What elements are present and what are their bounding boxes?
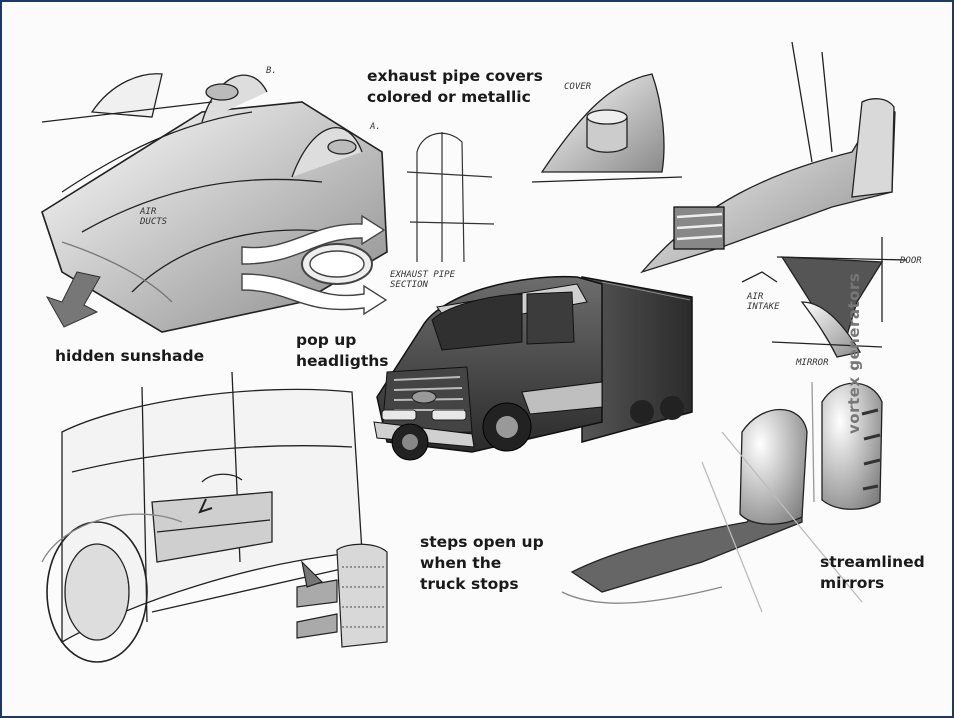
exhaust-caption-line2: colored or metallic [367,88,531,106]
marker-a-note: A. [370,122,381,132]
exhaust-section-line1: EXHAUST PIPE [390,270,456,280]
truck-rendering [373,275,693,461]
exhaust-caption: exhaust pipe covers colored or metallic [367,66,543,108]
mirror-note: MIRROR [796,358,829,368]
steps-caption-line2: when the [420,554,502,572]
exhaust-cover-sketch [531,73,683,183]
air-ducts-line1: AIR [140,207,157,217]
air-intake-line2: INTAKE [747,302,780,312]
cab-roof-sketch [41,73,388,333]
cover-note: COVER [564,82,592,92]
marker-b-note: B. [266,66,277,76]
air-ducts-line2: DUCTS [140,217,168,227]
popup-caption-line2: headligths [296,352,389,370]
air-ducts-note: AIR DUCTS [140,207,167,227]
exhaust-section-line2: SECTION [390,280,428,290]
mirrors-caption-line2: mirrors [820,574,885,592]
mirrors-caption: streamlined mirrors [820,552,925,594]
side-steps-sketch [41,371,373,663]
exhaust-section-note: EXHAUST PIPE SECTION [390,270,455,290]
sunshade-caption: hidden sunshade [55,346,204,367]
vortex-generators-caption: vortex generators [845,272,863,434]
steps-caption: steps open up when the truck stops [420,532,544,595]
popup-caption-line1: pop up [296,331,357,349]
exhaust-section-sketch [406,132,495,263]
popup-caption: pop up headligths [296,330,389,372]
streamlined-mirror-sketch [561,409,863,613]
mirror-arm-sketch [640,41,896,274]
mirrors-caption-line1: streamlined [820,553,925,571]
air-intake-note: AIR INTAKE [747,292,780,312]
vortex-mirror-sketch [811,381,883,510]
air-intake-line1: AIR [747,292,764,302]
steps-caption-line1: steps open up [420,533,544,551]
exhaust-caption-line1: exhaust pipe covers [367,67,543,85]
headlight-airflow-sketch [241,214,388,316]
folding-step-detail [296,543,388,648]
sunshade-caption-text: hidden sunshade [55,347,205,365]
sunshade-arrow [45,271,101,328]
steps-caption-line3: truck stops [420,575,519,593]
air-intake-diagram [741,237,908,358]
door-note: DOOR [900,256,922,266]
